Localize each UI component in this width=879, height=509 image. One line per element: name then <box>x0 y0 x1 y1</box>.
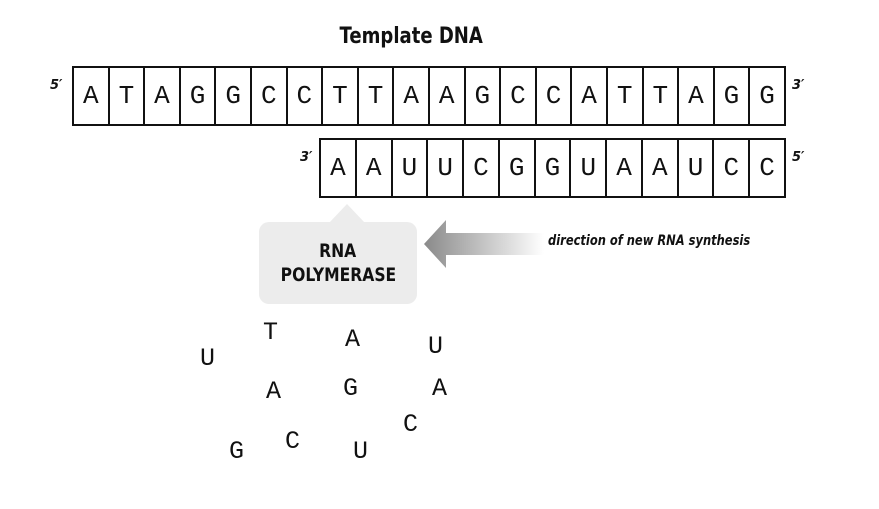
rna-base: G <box>500 140 536 196</box>
template-base: C <box>252 68 288 124</box>
free-nucleotide: A <box>266 377 282 406</box>
template-base: G <box>759 81 775 111</box>
free-nucleotide: U <box>428 332 444 361</box>
free-nucleotide: G <box>343 374 359 403</box>
rna-base: U <box>571 140 608 196</box>
template-base: G <box>466 68 502 124</box>
free-nucleotide: A <box>345 325 361 354</box>
template-base: T <box>110 68 146 124</box>
template-base: G <box>715 68 751 124</box>
rna-base: A <box>321 140 357 196</box>
template-base: A <box>430 68 466 124</box>
rna-polymerase: RNA POLYMERASE <box>259 222 417 304</box>
template-base: A <box>679 68 715 124</box>
rna-base: C <box>759 153 775 183</box>
template-base: A <box>394 68 430 124</box>
rna-base: U <box>393 140 429 196</box>
free-nucleotide: U <box>353 437 369 466</box>
direction-label: direction of new RNA synthesis <box>548 233 751 249</box>
free-nucleotide: A <box>432 374 448 403</box>
template-base: C <box>501 68 537 124</box>
template-base: T <box>359 68 395 124</box>
template-base: G <box>216 68 252 124</box>
rna-base: U <box>428 140 465 196</box>
template-base: T <box>644 68 680 124</box>
rna-base: G <box>536 140 572 196</box>
rna-base: C <box>464 140 500 196</box>
template-base: A <box>74 68 110 124</box>
polymerase-label-line2: POLYMERASE <box>280 264 396 286</box>
template-base: C <box>537 68 573 124</box>
direction-arrow-icon <box>424 220 544 268</box>
template-5prime-label: 5′ <box>50 78 63 93</box>
template-base: T <box>323 68 359 124</box>
rna-5prime-label: 5′ <box>792 150 805 165</box>
rna-strand: A A U U C G G U A A U C C <box>319 138 786 198</box>
free-nucleotide: C <box>285 427 301 456</box>
rna-base: A <box>643 140 679 196</box>
template-base: A <box>145 68 181 124</box>
template-base: G <box>181 68 217 124</box>
rna-3prime-label: 3′ <box>300 150 313 165</box>
template-base: T <box>608 68 644 124</box>
polymerase-pointer <box>329 204 365 223</box>
free-nucleotide: U <box>200 344 216 373</box>
free-nucleotide: G <box>229 437 245 466</box>
rna-base: C <box>714 140 751 196</box>
rna-base: U <box>679 140 715 196</box>
rna-base: A <box>607 140 643 196</box>
template-3prime-label: 3′ <box>792 78 805 93</box>
template-dna-strand: A T A G G C C T T A A G C C A T T A G G <box>72 66 786 126</box>
free-nucleotide: T <box>263 318 279 347</box>
template-base: C <box>288 68 324 124</box>
template-base: A <box>572 68 608 124</box>
rna-base: A <box>357 140 393 196</box>
polymerase-label-line1: RNA <box>319 240 357 262</box>
free-nucleotide: C <box>403 410 419 439</box>
diagram-title: Template DNA <box>339 24 483 49</box>
